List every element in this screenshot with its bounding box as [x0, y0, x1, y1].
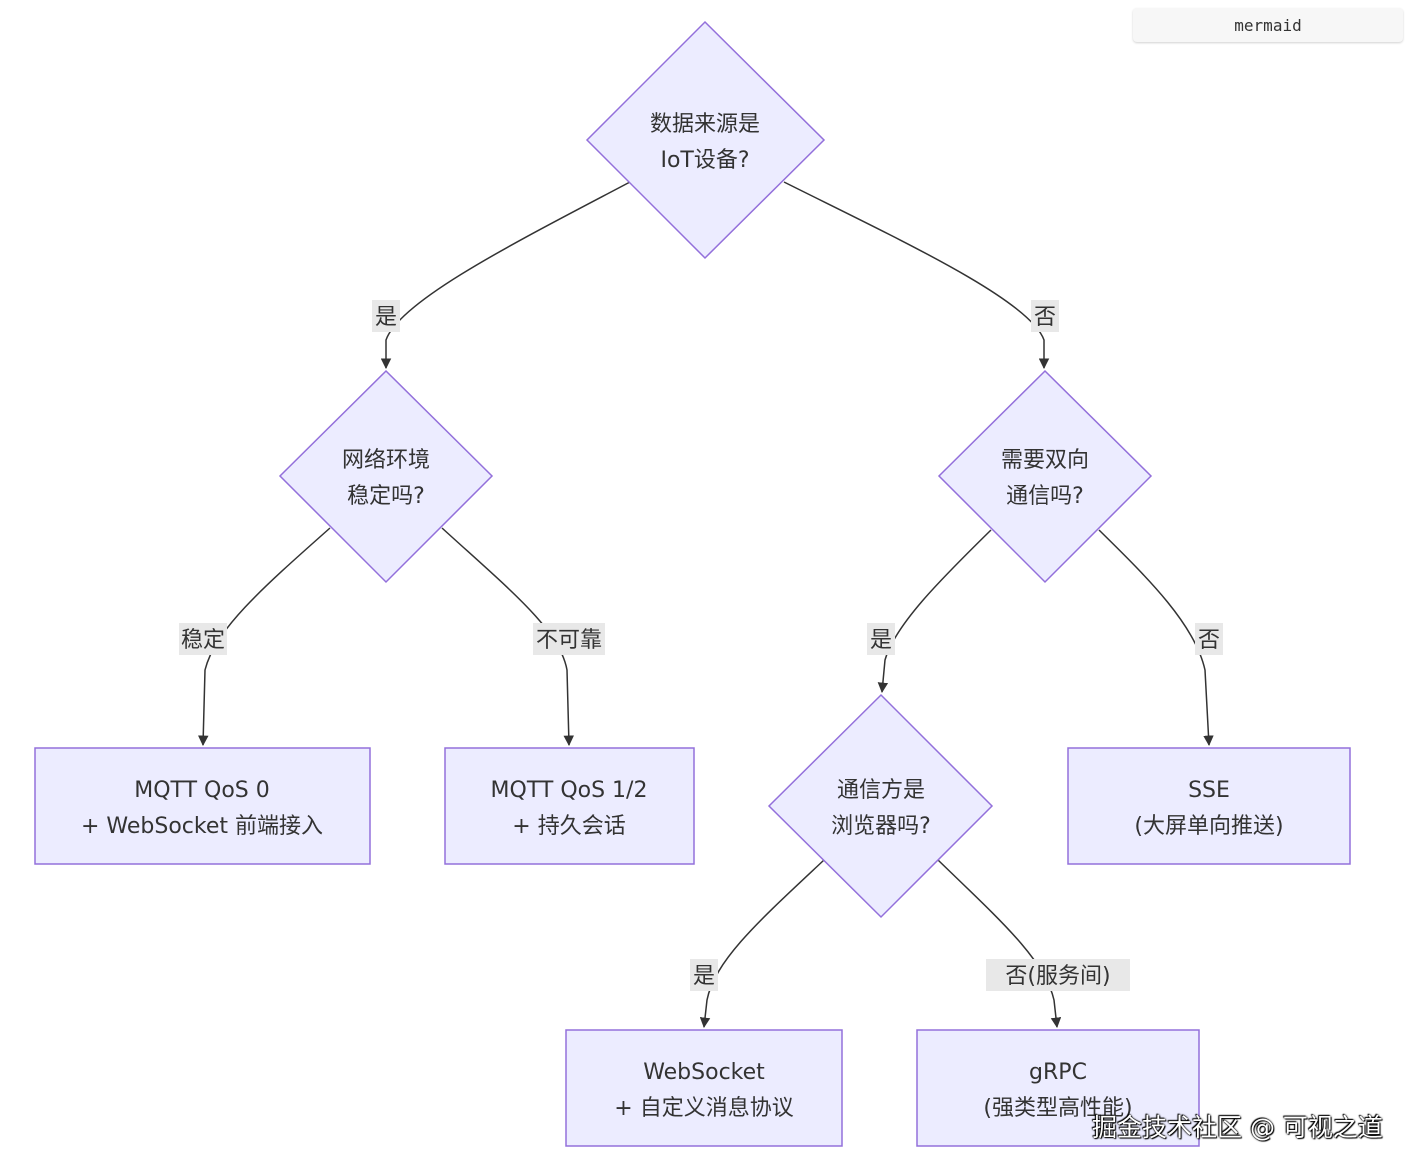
edge-net-unreliable [441, 527, 574, 747]
edge-iot-yes [380, 181, 631, 370]
edge-net-stable [198, 527, 331, 747]
node-q-duplex-line2: 通信吗? [1006, 484, 1084, 509]
node-r-qos12-line2: + 持久会话 [512, 814, 625, 839]
edge-label-net-unreliable: 不可靠 [533, 623, 605, 655]
node-q-duplex-line1: 需要双向 [1001, 448, 1089, 473]
edge-duplex-no [1098, 529, 1214, 747]
node-q-browser-line2: 浏览器吗? [831, 814, 931, 839]
node-q-browser: 通信方是 浏览器吗? [767, 693, 994, 919]
edge-label-net-stable: 稳定 [179, 623, 227, 655]
svg-text:不可靠: 不可靠 [536, 628, 602, 653]
edge-browser-no [937, 859, 1062, 1029]
edge-label-duplex-yes: 是 [867, 623, 895, 655]
edge-label-browser-no: 否(服务间) [986, 959, 1130, 991]
node-q-iot-line1: 数据来源是 [650, 112, 760, 137]
node-r-qos12: MQTT QoS 1/2 + 持久会话 [444, 747, 695, 865]
node-r-qos12-line1: MQTT QoS 1/2 [491, 778, 648, 803]
mermaid-badge[interactable]: mermaid [1133, 8, 1403, 42]
node-q-iot-line2: IoT设备? [660, 148, 749, 173]
edge-label-iot-yes: 是 [372, 300, 400, 332]
svg-text:是: 是 [375, 305, 397, 330]
edge-iot-no [783, 181, 1050, 370]
svg-text:是: 是 [870, 628, 892, 653]
node-r-qos0-line2: + WebSocket 前端接入 [81, 814, 323, 839]
node-r-qos0-line1: MQTT QoS 0 [134, 778, 270, 803]
node-r-grpc-line1: gRPC [1029, 1060, 1087, 1085]
node-q-duplex: 需要双向 通信吗? [937, 369, 1153, 584]
node-r-ws-line2: + 自定义消息协议 [614, 1096, 793, 1121]
svg-text:否(服务间): 否(服务间) [1005, 964, 1110, 989]
node-r-sse: SSE (大屏单向推送) [1067, 747, 1351, 865]
watermark: 掘金技术社区 @ 可视之道 [1092, 1113, 1383, 1142]
node-r-ws-line1: WebSocket [643, 1060, 765, 1085]
node-q-iot: 数据来源是 IoT设备? [585, 20, 826, 260]
svg-text:否: 否 [1034, 305, 1056, 330]
node-r-qos0: MQTT QoS 0 + WebSocket 前端接入 [34, 747, 371, 865]
node-q-network-line2: 稳定吗? [347, 484, 425, 509]
node-q-network-line1: 网络环境 [342, 448, 430, 473]
node-r-sse-line1: SSE [1188, 778, 1230, 803]
edge-browser-yes [699, 859, 825, 1029]
edge-label-duplex-no: 否 [1195, 623, 1223, 655]
svg-text:是: 是 [693, 964, 715, 989]
svg-text:稳定: 稳定 [181, 628, 225, 653]
edge-label-browser-yes: 是 [690, 959, 718, 991]
node-r-ws: WebSocket + 自定义消息协议 [565, 1029, 843, 1147]
node-q-browser-line1: 通信方是 [837, 778, 925, 803]
edge-duplex-yes [877, 529, 992, 694]
svg-text:否: 否 [1198, 628, 1220, 653]
node-q-network: 网络环境 稳定吗? [278, 369, 494, 584]
node-r-grpc-line2: (强类型高性能) [983, 1096, 1132, 1121]
node-r-sse-line2: (大屏单向推送) [1134, 814, 1283, 839]
node-r-grpc: gRPC (强类型高性能) [916, 1029, 1200, 1147]
edge-label-iot-no: 否 [1031, 300, 1059, 332]
